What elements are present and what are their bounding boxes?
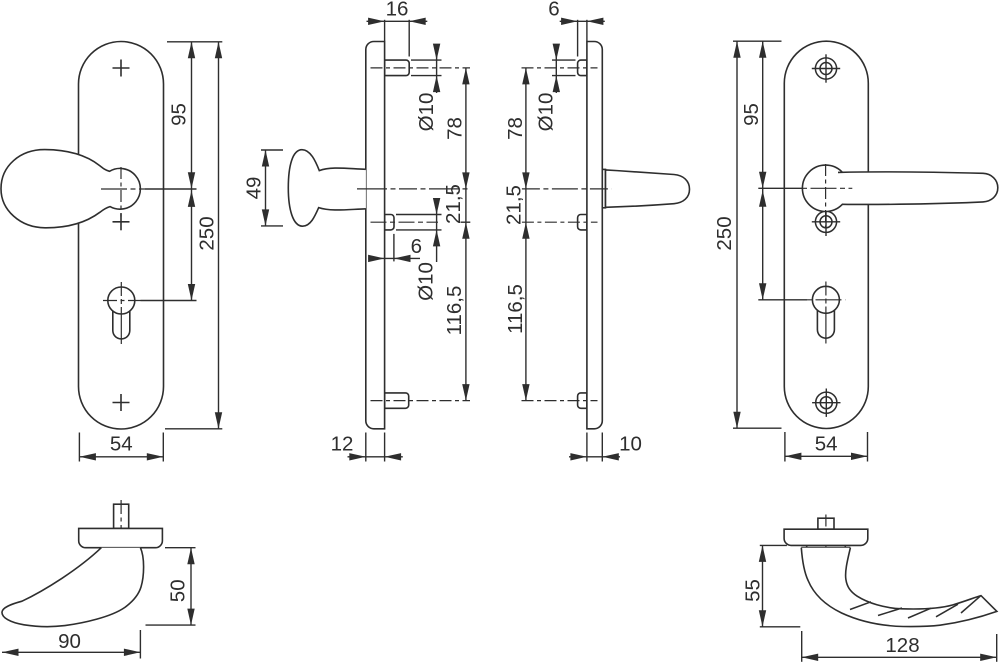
svg-text:95: 95 <box>740 103 763 126</box>
svg-text:95: 95 <box>167 103 190 126</box>
svg-text:250: 250 <box>713 216 736 250</box>
svg-text:78: 78 <box>444 117 467 140</box>
svg-text:55: 55 <box>742 579 765 602</box>
svg-text:6: 6 <box>411 235 422 258</box>
svg-text:Ø10: Ø10 <box>415 93 438 132</box>
svg-text:Ø10: Ø10 <box>415 262 438 301</box>
svg-text:54: 54 <box>110 433 133 456</box>
svg-text:10: 10 <box>619 433 642 456</box>
svg-text:21,5: 21,5 <box>442 184 465 224</box>
svg-text:128: 128 <box>885 634 919 657</box>
svg-text:50: 50 <box>167 579 190 602</box>
svg-text:54: 54 <box>815 433 838 456</box>
svg-text:78: 78 <box>504 117 527 140</box>
svg-text:Ø10: Ø10 <box>535 93 558 132</box>
svg-text:49: 49 <box>243 177 266 200</box>
svg-text:90: 90 <box>58 630 81 653</box>
svg-text:21,5: 21,5 <box>503 185 526 225</box>
svg-text:6: 6 <box>548 0 559 21</box>
svg-text:250: 250 <box>196 216 219 250</box>
svg-text:16: 16 <box>386 0 409 21</box>
svg-text:12: 12 <box>331 433 354 456</box>
svg-text:116,5: 116,5 <box>504 284 527 334</box>
svg-text:116,5: 116,5 <box>443 286 466 336</box>
